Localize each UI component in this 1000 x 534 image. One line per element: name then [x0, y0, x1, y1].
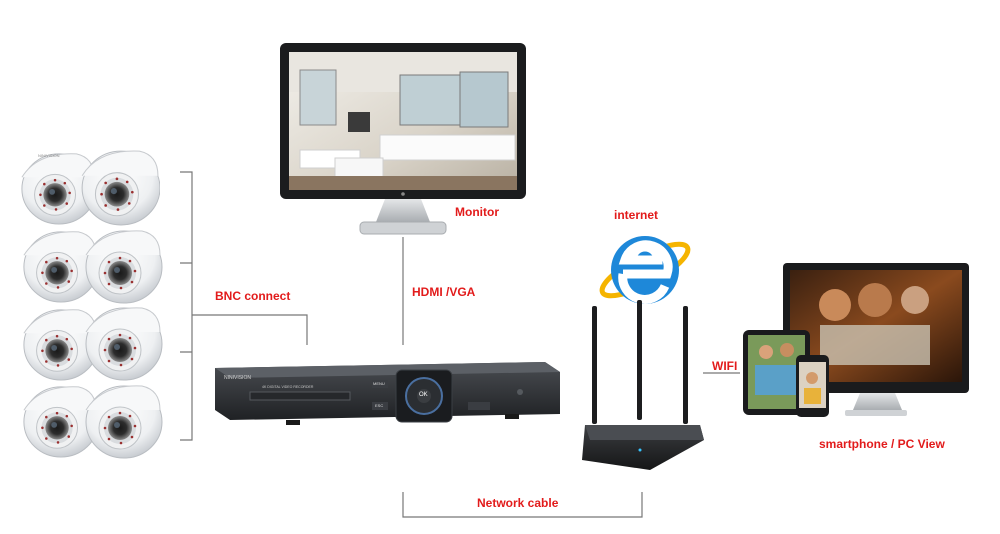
dvr-esc-button: ESC	[375, 403, 384, 408]
tablet-icon	[743, 330, 810, 415]
dvr-ok-button: OK	[419, 392, 428, 398]
bnc-connect-label: BNC connect	[215, 289, 291, 303]
bnc-line	[192, 314, 308, 345]
bnc-bracket	[180, 171, 193, 441]
network-cable-label: Network cable	[477, 496, 559, 510]
dome-camera-icon	[85, 230, 163, 304]
wifi-label: WIFI	[712, 359, 738, 373]
dome-camera-icon	[81, 150, 160, 226]
camera-brand-text: NINIVISION	[38, 153, 60, 158]
internet-label: internet	[614, 208, 659, 222]
smartphone-icon	[796, 355, 829, 417]
dvr-menu-button: MENU	[373, 381, 385, 386]
dvr-icon	[215, 362, 560, 425]
connection-lines	[180, 171, 740, 518]
dome-camera-icon	[85, 307, 163, 381]
router-icon	[582, 300, 704, 470]
pc-view-label: smartphone / PC View	[819, 437, 945, 451]
dvr-model-text: 4K DIGITAL VIDEO RECORDER	[262, 385, 314, 389]
network-line	[402, 492, 643, 518]
dome-camera-icon	[85, 385, 163, 459]
internet-explorer-icon	[599, 236, 691, 304]
dome-camera-group	[21, 150, 163, 459]
hdmi-vga-label: HDMI /VGA	[412, 285, 476, 299]
monitor-label: Monitor	[455, 205, 499, 219]
monitor-icon	[280, 43, 526, 235]
dvr-brand-text: NINIVISION	[224, 375, 251, 381]
